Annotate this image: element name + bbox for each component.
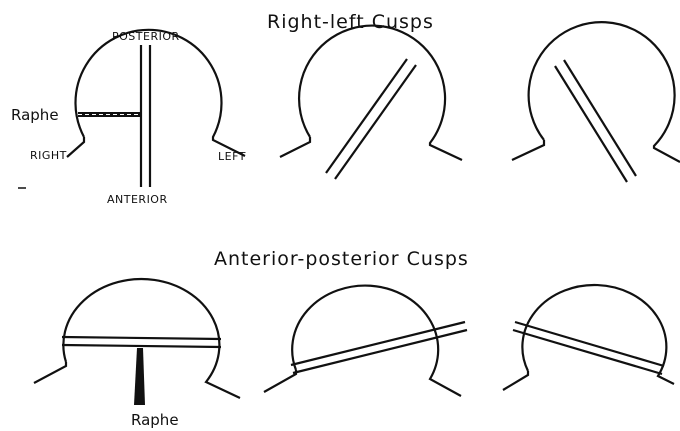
label-anterior: ANTERIOR — [107, 193, 168, 206]
label-right: RIGHT — [30, 149, 67, 162]
valve-right-left-3 — [512, 22, 680, 182]
valve-anterior-posterior-2 — [264, 286, 467, 396]
valve-right-left-1 — [67, 30, 245, 187]
label-raphe-top: Raphe — [11, 106, 59, 124]
valve-anterior-posterior-3 — [503, 285, 674, 390]
valve-anterior-posterior-1 — [34, 279, 240, 405]
label-raphe-bottom: Raphe — [131, 411, 179, 429]
label-left: LEFT — [218, 150, 246, 163]
label-posterior: POSTERIOR — [112, 30, 180, 43]
raphe-mark-bottom — [134, 348, 145, 405]
title-anterior-posterior-cusps: Anterior-posterior Cusps — [214, 248, 469, 270]
valve-right-left-2 — [280, 26, 462, 179]
